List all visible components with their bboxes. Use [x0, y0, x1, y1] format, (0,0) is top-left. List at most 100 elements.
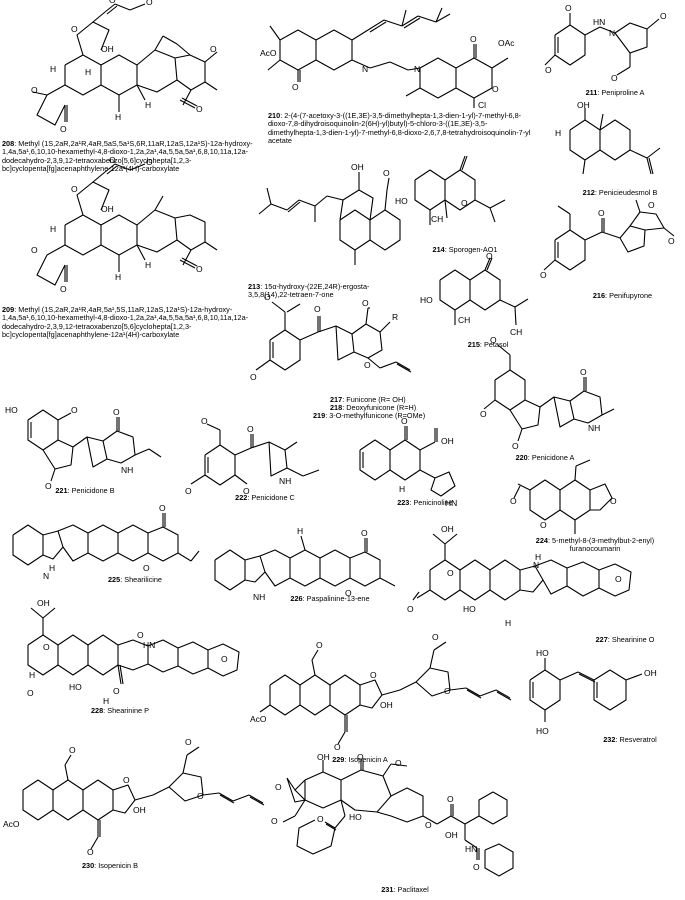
atom-o: O: [27, 688, 34, 698]
atom-cl: Cl: [478, 100, 486, 110]
compound-name: Isopenicin B: [98, 861, 138, 870]
atom-o: O: [357, 752, 364, 762]
atom-o: O: [109, 155, 116, 165]
atom-r: R: [392, 312, 398, 322]
compound-name: Shearinine O: [611, 635, 655, 644]
compound-number: 222: [235, 493, 248, 502]
compound-name: 15α-hydroxy-(22E,24R)-ergosta-3,5,8(14),…: [248, 282, 370, 300]
atom-o: O: [461, 198, 468, 208]
atom-o: O: [221, 654, 228, 664]
compound-name: Funicone (R= OH): [346, 395, 406, 404]
atom-oh: OH: [441, 524, 454, 534]
caption-230: 230: Isopenicin B: [81, 861, 138, 870]
structure-230: O O O O OH AcO O: [3, 737, 265, 857]
atom-n: N: [533, 560, 539, 570]
compound-name: 5-methyl-8-(3-methylbut-2-enyl) furanoco…: [552, 536, 655, 554]
atom-h: H: [555, 128, 561, 138]
compound-number: 215: [467, 340, 480, 349]
atom-oh: OH: [441, 436, 454, 446]
atom-oh: OH: [101, 44, 114, 54]
atom-oh: OH: [317, 752, 330, 762]
compound-number: 213: [248, 282, 261, 291]
compound-name: Peniproline A: [601, 88, 645, 97]
atom-o: O: [201, 416, 208, 426]
atom-oh: OH: [445, 830, 458, 840]
structure-209: O O OH O O H O H O H: [31, 155, 218, 294]
atom-o: O: [143, 563, 150, 573]
atom-o: O: [185, 486, 192, 496]
compound-name: Penicidone B: [71, 486, 115, 495]
atom-o: O: [364, 360, 371, 370]
atom-o: O: [137, 630, 144, 640]
compound-number: 216: [592, 291, 606, 300]
caption-215: 215: Petasol: [467, 340, 509, 349]
structure-231: OH O O O HO O O O OH HN O O: [271, 752, 514, 877]
atom-h: H: [29, 670, 35, 680]
caption-214: 214: Sporogen-AO1: [432, 245, 498, 254]
atom-o: O: [425, 820, 432, 830]
atom-ch3: CH: [458, 315, 470, 325]
atom-nh: NH: [121, 465, 133, 475]
atom-o: O: [185, 737, 192, 747]
compound-number: 231: [381, 885, 394, 894]
compound-number: 230: [81, 861, 95, 870]
compound-number: 229: [332, 755, 345, 764]
atom-h: H: [535, 552, 541, 562]
compound-name: Penifupyrone: [609, 291, 653, 300]
caption-225: 225: Shearilicine: [108, 575, 162, 584]
atom-ho: HO: [5, 405, 18, 415]
compound-number: 212: [582, 188, 595, 197]
structure-210: AcO O N N OAc O Cl O: [260, 7, 515, 110]
compound-number: 226: [290, 594, 303, 603]
atom-o: O: [314, 304, 321, 314]
atom-o: O: [43, 642, 50, 652]
atom-hn: HN: [143, 640, 155, 650]
atom-n: N: [362, 64, 368, 74]
compound-name: Methyl (1S,2aR,2a¹R,4aR,5a¹,5S,11aR,12aS…: [2, 305, 249, 340]
atom-o: O: [490, 335, 497, 345]
compound-number: 219: [313, 411, 326, 420]
atom-aco: AcO: [250, 714, 267, 724]
atom-o: O: [540, 270, 547, 280]
compound-name: Penicinoline: [413, 498, 453, 507]
structure-212: OH H: [555, 100, 661, 175]
caption-216: 216: Penifupyrone: [592, 291, 653, 300]
atom-o: O: [146, 157, 153, 167]
atom-o: O: [473, 862, 480, 872]
atom-h: H: [49, 563, 55, 573]
compound-number: 210: [268, 111, 281, 120]
caption-226: 226: Paspalinine-13-ene: [290, 594, 370, 603]
atom-o: O: [316, 640, 323, 650]
caption-231: 231: Paclitaxel: [381, 885, 429, 894]
structure-221: HO O O NH O: [5, 405, 162, 491]
atom-o: O: [611, 73, 618, 83]
atom-o: O: [648, 200, 655, 210]
compound-number: 218: [330, 403, 343, 412]
atom-o: O: [31, 85, 38, 95]
structure-216: O O O O: [540, 199, 675, 280]
atom-aco: AcO: [260, 48, 277, 58]
atom-o: O: [660, 11, 667, 21]
atom-h: H: [297, 526, 303, 536]
compound-name: Paclitaxel: [397, 885, 429, 894]
structure-225: H N O O: [12, 503, 200, 581]
caption-213: 213: 15α-hydroxy-(22E,24R)-ergosta-3,5,8…: [248, 282, 370, 300]
caption-220: 220: Penicidone A: [515, 453, 575, 462]
atom-o: O: [395, 758, 402, 768]
atom-oac: OAc: [498, 38, 515, 48]
atom-o: O: [615, 574, 622, 584]
structure-222: O O NH O O: [185, 416, 320, 496]
structure-232: HO HO OH: [529, 648, 657, 736]
atom-hn: HN: [465, 844, 477, 854]
atom-hn: HN: [445, 498, 457, 508]
compound-number: 220: [515, 453, 528, 462]
compound-number: 208: [2, 139, 15, 148]
compound-name: Penicidone A: [531, 453, 575, 462]
caption-221: 221: Penicidone B: [55, 486, 115, 495]
caption-222: 222: Penicidone C: [235, 493, 295, 502]
atom-o: O: [109, 0, 116, 5]
caption-212: 212: Penicieudesmol B: [582, 188, 658, 197]
atom-o: O: [146, 0, 153, 7]
caption-219: 219: 3-O-methylfunicone (R=OMe): [313, 411, 426, 420]
atom-oh: OH: [133, 805, 146, 815]
